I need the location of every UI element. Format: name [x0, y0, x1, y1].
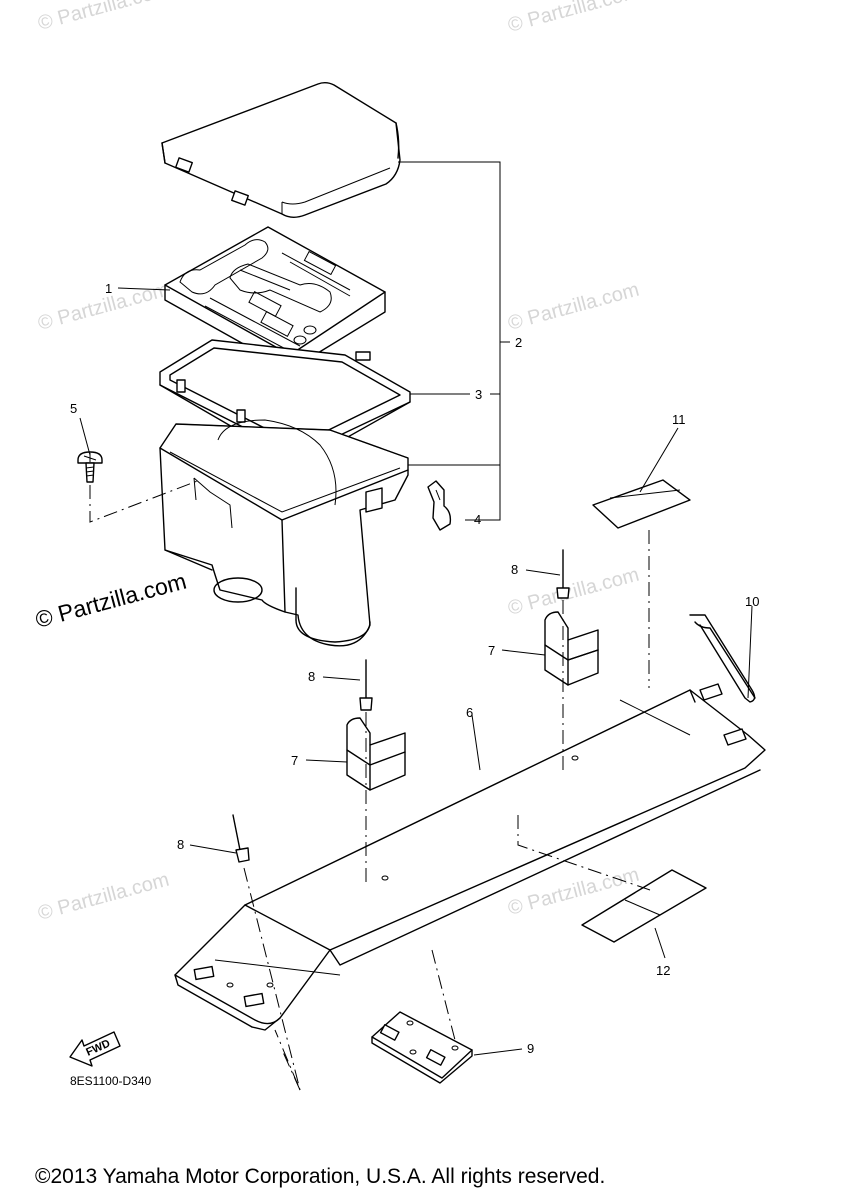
part-label-12 — [581, 869, 707, 943]
fwd-arrow: FWD — [69, 1031, 121, 1067]
part-code: 8ES1100-D340 — [70, 1074, 151, 1088]
watermark: © Partzilla.com — [506, 564, 642, 620]
callout-2: 2 — [515, 335, 522, 350]
callout-11: 11 — [672, 412, 686, 427]
callout-5: 5 — [70, 401, 77, 416]
callout-8b: 8 — [308, 669, 315, 684]
partzilla-watermark-bold: © Partzilla.com — [33, 568, 189, 633]
callout-8a: 8 — [511, 562, 518, 577]
part-bracket-7b — [346, 717, 406, 791]
callout-3: 3 — [475, 387, 482, 402]
watermark: © Partzilla.com — [506, 0, 642, 37]
part-box-body — [159, 419, 409, 647]
part-base-plate — [174, 683, 766, 1031]
part-rivet-8c — [232, 814, 250, 863]
callout-9: 9 — [527, 1041, 534, 1056]
part-clip — [427, 480, 452, 531]
part-bracket-7a — [544, 611, 599, 686]
callout-10: 10 — [745, 594, 759, 609]
callout-4: 4 — [474, 512, 481, 527]
alignment-lines — [89, 479, 651, 1091]
part-gasket-frame — [159, 339, 411, 466]
callout-7b: 7 — [291, 753, 298, 768]
part-label-11 — [592, 479, 691, 529]
callout-12: 12 — [656, 963, 670, 978]
callout-7a: 7 — [488, 643, 495, 658]
callout-8c: 8 — [177, 837, 184, 852]
callouts: 1 2 3 4 5 6 7 7 8 8 8 9 10 11 12 — [70, 281, 759, 1056]
copyright-notice: ©2013 Yamaha Motor Corporation, U.S.A. A… — [35, 1165, 605, 1188]
part-rivet-8a — [556, 549, 570, 599]
callout-6: 6 — [466, 705, 473, 720]
watermark: © Partzilla.com — [506, 279, 642, 335]
part-rivet-8b — [359, 659, 373, 711]
part-plate-9 — [371, 1011, 473, 1084]
callout-1: 1 — [105, 281, 112, 296]
part-screw — [77, 451, 103, 483]
watermark: © Partzilla.com — [36, 869, 172, 925]
watermark: © Partzilla.com — [36, 0, 172, 35]
part-tool-tray — [164, 226, 386, 371]
watermark: © Partzilla.com — [36, 279, 172, 335]
part-lid — [161, 82, 401, 218]
part-rod-10 — [689, 614, 756, 703]
leader-lines — [79, 161, 753, 1056]
